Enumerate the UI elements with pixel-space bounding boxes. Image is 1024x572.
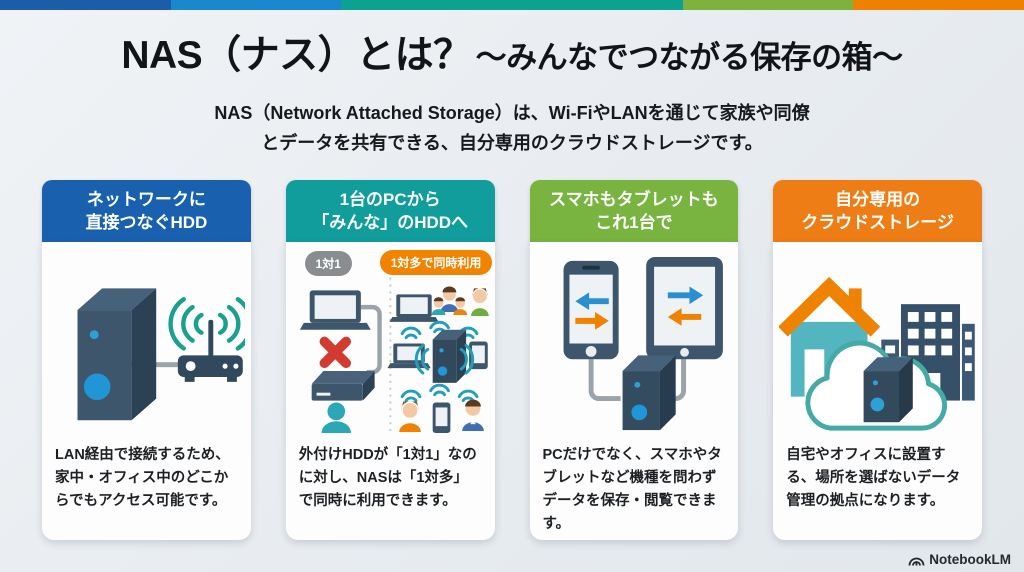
stripe-segment	[512, 0, 683, 10]
person-icon	[321, 402, 351, 434]
cloud-locations-illustration-svg	[779, 276, 976, 431]
lan-cable-icon	[128, 362, 186, 368]
usb-cable-icon	[360, 304, 382, 375]
subtitle-line-2: とデータを共有できる、自分専用のクラウドストレージです。	[261, 132, 763, 153]
badge-one-to-many: 1対多で同時利用	[379, 250, 493, 275]
card-header-line: 「みんな」のHDDへ	[312, 213, 469, 232]
page-title-main: NAS（ナス）とは？	[121, 34, 472, 77]
family-icon	[431, 286, 467, 315]
nas-tower-icon	[863, 357, 914, 423]
wifi-waves-icon	[400, 383, 479, 403]
stripe-segment	[0, 0, 171, 10]
woman-icon	[398, 401, 421, 433]
top-color-stripe	[0, 0, 1024, 10]
feature-cards: ネットワークに 直接つなぐHDD	[42, 180, 982, 540]
stripe-segment	[170, 0, 342, 10]
arrow-left-icon	[667, 308, 701, 326]
card-body: PCだけでなく、スマホやタブレットなど機種を問わずデータを保存・閲覧できます。	[529, 242, 739, 540]
woman-icon	[470, 288, 489, 316]
smartphone-icon	[432, 402, 451, 434]
card-personal-cloud: 自分専用の クラウドストレージ	[773, 180, 982, 540]
nas-router-illustration	[42, 242, 251, 442]
subtitle-line-1: NAS（Network Attached Storage）は、Wi-FiやLAN…	[214, 103, 810, 123]
card-header-line: クラウドストレージ	[801, 213, 954, 232]
phone-tablet-illustration	[530, 242, 739, 442]
notebooklm-logo: NotebookLM	[908, 552, 1011, 567]
card-caption: 外付けHDDが「1対1」なのに対し、NASは「1対多」で同時に利用できます。	[298, 447, 477, 509]
stripe-segment	[853, 0, 1024, 10]
card-caption: LAN経由で接続するため、家中・オフィス中のどこからでもアクセス可能です。	[55, 447, 230, 509]
card-body: 1対1 1対多で同時利用	[285, 242, 495, 540]
card-header-line: 1台のPCから	[339, 189, 441, 209]
page-title: NAS（ナス）とは？ ～みんなでつながる保存の箱～	[0, 24, 1024, 80]
one-to-many-illustration-svg	[299, 256, 489, 434]
card-header-line: 自分専用の	[835, 189, 921, 209]
wifi-waves-icon	[168, 297, 245, 351]
arrow-right-icon	[667, 286, 703, 305]
card-one-pc-to-everyone: 1台のPCから 「みんな」のHDDへ 1対1 1対多で同時利用	[285, 180, 495, 540]
card-header-line: これ1台で	[595, 213, 673, 232]
laptop-icon	[299, 290, 371, 330]
card-phone-tablet: スマホもタブレットも これ1台で	[529, 180, 739, 540]
badge-one-to-one: 1対1	[304, 251, 352, 276]
card-header-line: ネットワークに	[86, 189, 206, 209]
nas-router-illustration-svg	[77, 288, 245, 421]
page-title-sub: ～みんなでつながる保存の箱～	[475, 40, 904, 75]
arrow-right-icon	[574, 312, 609, 330]
tablet-sync-icon	[645, 256, 723, 360]
smartphone-sync-icon	[563, 260, 619, 360]
phone-tablet-illustration-svg	[563, 256, 723, 431]
cable-icon	[588, 359, 686, 402]
red-x-icon	[319, 336, 351, 369]
card-network-hdd: ネットワークに 直接つなぐHDD	[42, 180, 251, 540]
external-hdd-icon	[311, 371, 375, 401]
laptop-icon	[389, 294, 439, 322]
nas-tower-icon	[77, 288, 157, 421]
card-header-line: 直接つなぐHDD	[85, 213, 208, 232]
card-body: 自宅やオフィスに設置する、場所を選ばないデータ管理の拠点になります。	[773, 242, 982, 540]
wifi-waves-icon	[414, 344, 474, 375]
card-caption: PCだけでなく、スマホやタブレットなど機種を問わずデータを保存・閲覧できます。	[542, 447, 722, 532]
card-body: LAN経由で接続するため、家中・オフィス中のどこからでもアクセス可能です。	[42, 242, 251, 540]
man-icon	[461, 399, 484, 432]
card-header-line: スマホもタブレットも	[549, 189, 719, 209]
nas-tower-icon	[432, 329, 466, 383]
cloud-locations-illustration	[773, 242, 982, 442]
card-header: 自分専用の クラウドストレージ	[773, 180, 982, 242]
stripe-segment	[682, 0, 854, 10]
nas-tower-icon	[622, 355, 676, 431]
one-to-many-illustration: 1対1 1対多で同時利用	[286, 242, 495, 442]
card-header: ネットワークに 直接つなぐHDD	[42, 180, 251, 242]
wifi-router-icon	[177, 319, 243, 382]
page-subtitle: NAS（Network Attached Storage）は、Wi-FiやLAN…	[0, 99, 1024, 158]
notebooklm-logo-icon	[908, 557, 925, 566]
stripe-segment	[341, 0, 513, 10]
notebooklm-logo-text: NotebookLM	[929, 552, 1011, 567]
arrow-left-icon	[574, 292, 609, 311]
card-header: スマホもタブレットも これ1台で	[529, 180, 739, 242]
card-caption: 自宅やオフィスに設置する、場所を選ばないデータ管理の拠点になります。	[786, 447, 961, 509]
card-header: 1台のPCから 「みんな」のHDDへ	[285, 180, 495, 242]
